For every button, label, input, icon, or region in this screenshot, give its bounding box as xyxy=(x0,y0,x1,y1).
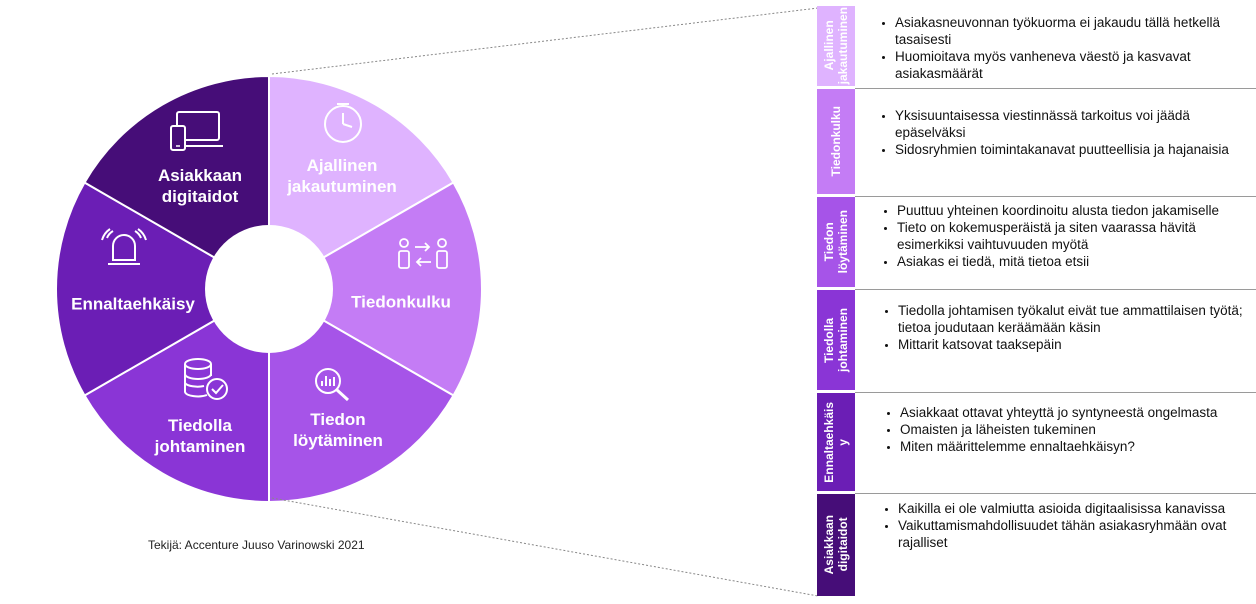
bullet-list-ajallinen: Asiakasneuvonnan työkuorma ei jakaudu tä… xyxy=(877,14,1240,82)
list-item: Tiedolla johtamisen työkalut eivät tue a… xyxy=(898,302,1243,336)
list-item: Sidosryhmien toimintakanavat puutteellis… xyxy=(895,141,1240,158)
list-item: Asiakasneuvonnan työkuorma ei jakaudu tä… xyxy=(895,14,1240,48)
row-divider xyxy=(855,196,1256,197)
magnifier-chart-icon xyxy=(315,368,350,402)
list-item: Miten määrittelemme ennaltaehkäisyn? xyxy=(900,438,1245,455)
wheel-segment-ennaltaehkaisy xyxy=(55,181,271,397)
list-item: Vaikuttamismahdollisuudet tähän asiakasr… xyxy=(898,517,1243,551)
wheel-segment-loytaminen xyxy=(268,287,455,504)
alarm-bell-icon xyxy=(101,228,147,265)
side-tab-tiedonkulku: Tiedonkulku xyxy=(817,89,855,194)
list-item: Omaisten ja läheisten tukeminen xyxy=(900,421,1245,438)
list-item: Asiakkaat ottavat yhteyttä jo syntyneest… xyxy=(900,404,1245,421)
list-item: Yksisuuntaisessa viestinnässä tarkoitus … xyxy=(895,107,1240,141)
list-item: Tieto on kokemusperäistä ja siten vaaras… xyxy=(897,219,1242,253)
segment-label-ennaltaehkaisy: Ennaltaehkäisy xyxy=(71,294,195,314)
bullet-list-ennaltaehkaisy: Asiakkaat ottavat yhteyttä jo syntyneest… xyxy=(882,404,1245,455)
wheel-segment-tiedonkulku xyxy=(267,181,483,397)
wheel-segment-ajallinen xyxy=(268,74,455,291)
bullet-list-digitaidot: Kaikilla ei ole valmiutta asioida digita… xyxy=(880,500,1243,551)
bullet-list-johtaminen: Tiedolla johtamisen työkalut eivät tue a… xyxy=(880,302,1243,353)
bullet-list-tiedonkulku: Yksisuuntaisessa viestinnässä tarkoitus … xyxy=(877,107,1240,158)
bullet-list-loytaminen: Puuttuu yhteinen koordinoitu alusta tied… xyxy=(879,202,1242,270)
wheel-segment-johtaminen xyxy=(83,287,270,504)
segment-label-tiedonkulku: Tiedonkulku xyxy=(351,292,451,312)
row-divider xyxy=(855,289,1256,290)
devices-icon xyxy=(170,111,223,151)
people-exchange-icon xyxy=(398,238,448,269)
row-divider xyxy=(855,392,1256,393)
zoom-connector-top xyxy=(271,7,819,75)
list-item: Asiakas ei tiedä, mitä tietoa etsii xyxy=(897,253,1242,270)
row-divider xyxy=(855,493,1256,494)
wheel-center-hole xyxy=(205,225,333,353)
database-check-icon xyxy=(184,358,228,400)
list-item: Huomioitava myös vanheneva väestö ja kas… xyxy=(895,48,1240,82)
clock-icon xyxy=(324,103,362,143)
author-credit: Tekijä: Accenture Juuso Varinowski 2021 xyxy=(148,538,365,552)
zoom-connector-bottom xyxy=(271,497,819,597)
wheel-segment-digitaidot xyxy=(83,74,270,291)
list-item: Kaikilla ei ole valmiutta asioida digita… xyxy=(898,500,1243,517)
row-divider xyxy=(855,88,1256,89)
list-item: Mittarit katsovat taaksepäin xyxy=(898,336,1243,353)
list-item: Puuttuu yhteinen koordinoitu alusta tied… xyxy=(897,202,1242,219)
